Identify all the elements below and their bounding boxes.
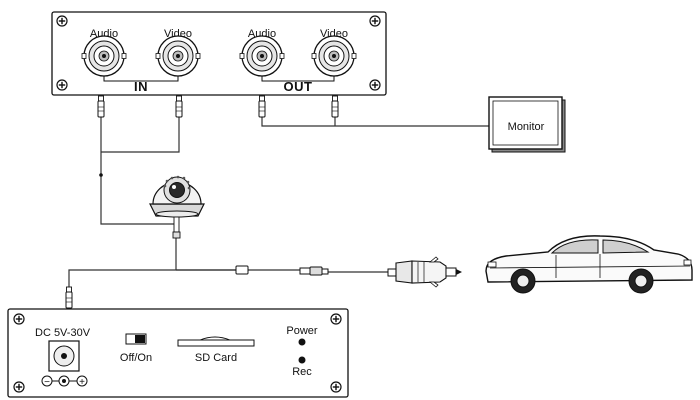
screw-icon: [56, 15, 68, 27]
dome-camera-icon: [149, 175, 205, 239]
dc-label: DC 5V-30V: [35, 327, 91, 339]
rca-plug-icon: [97, 95, 105, 118]
out-bracket: [261, 76, 335, 82]
screw-icon: [13, 381, 25, 393]
sd-card-label: SD Card: [195, 352, 237, 364]
dc-jack-icon: [48, 340, 80, 372]
inline-connector-icon: [299, 266, 329, 276]
sd-card-slot[interactable]: [177, 336, 255, 347]
power-led-icon: [298, 338, 306, 346]
screw-icon: [13, 313, 25, 325]
in-bracket: [103, 76, 179, 82]
sedan-car-icon: [485, 235, 693, 294]
polarity-symbol-icon: − +: [41, 375, 88, 388]
rca-plug-icon: [331, 95, 339, 118]
wire-junction: [99, 173, 103, 177]
camera-audio-wire: [100, 115, 177, 270]
bottom-panel: DC 5V-30V − + Off/On SD Card Power: [7, 308, 349, 398]
screw-icon: [330, 313, 342, 325]
rca-plug-icon: [258, 95, 266, 118]
power-switch[interactable]: [125, 333, 147, 345]
screw-icon: [330, 381, 342, 393]
screw-icon: [56, 79, 68, 91]
power-led-label: Power: [286, 325, 318, 337]
screw-icon: [369, 15, 381, 27]
inline-fuse-icon: [235, 265, 249, 275]
wiring: [68, 115, 492, 287]
rec-led-icon: [298, 356, 306, 364]
monitor-audio-wire: [261, 115, 492, 127]
screw-icon: [369, 79, 381, 91]
out-label: OUT: [284, 79, 313, 94]
power-feed-wire: [68, 269, 236, 287]
cigarette-lighter-plug-icon: [387, 256, 462, 288]
top-panel: Audio Video Audio Video IN OUT: [51, 11, 387, 96]
polarity-minus: −: [44, 377, 50, 388]
monitor: Monitor: [488, 96, 566, 153]
switch-label: Off/On: [120, 352, 152, 364]
rca-plug-icon: [65, 286, 73, 309]
monitor-label: Monitor: [508, 121, 545, 133]
in-label: IN: [134, 79, 148, 94]
rca-plug-icon: [175, 95, 183, 118]
rec-led-label: Rec: [292, 366, 312, 378]
camera-video-wire: [101, 115, 180, 153]
polarity-plus: +: [79, 377, 85, 388]
